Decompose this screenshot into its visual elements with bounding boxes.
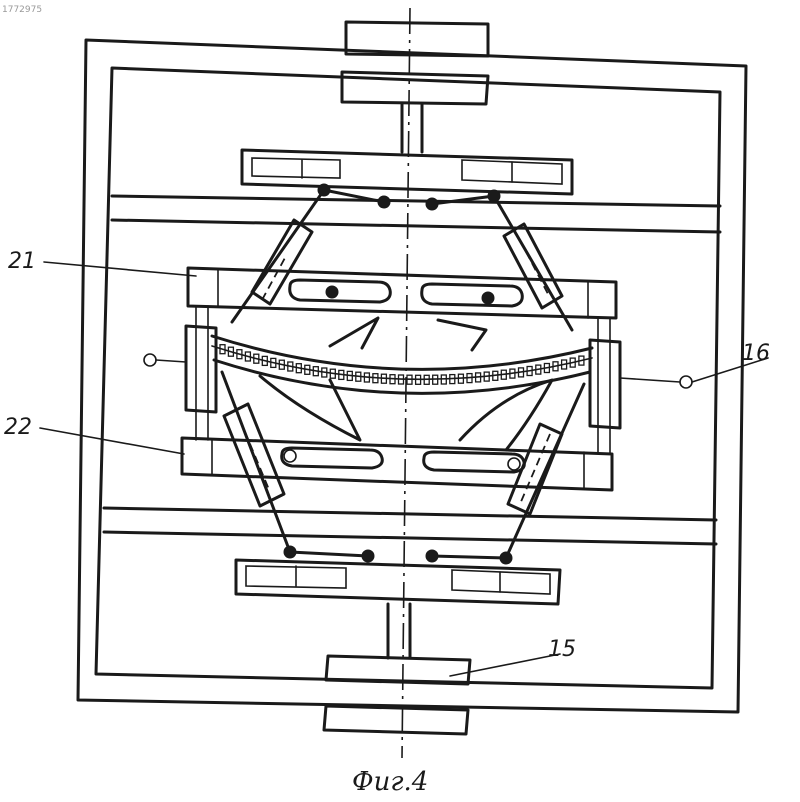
upper-right-pivot xyxy=(488,190,500,202)
upper-guides xyxy=(112,196,720,232)
upper-right-inner-pin xyxy=(426,198,438,210)
right-side-post xyxy=(590,318,692,454)
leader-22 xyxy=(40,428,184,454)
upper-left-cylinder xyxy=(252,220,312,304)
upper-left-inner-pin xyxy=(378,196,390,208)
top-thrust-block xyxy=(342,22,488,152)
lower-carriage xyxy=(236,560,560,604)
callout-22: 22 xyxy=(4,415,32,440)
upper-carriage xyxy=(242,150,572,194)
lower-left-pivot xyxy=(284,546,296,558)
left-side-post xyxy=(144,306,216,440)
lower-left-inner-pin xyxy=(362,550,374,562)
upper-slot-pin-right xyxy=(482,292,494,304)
lower-thrust-block xyxy=(324,604,470,734)
callout-15: 15 xyxy=(548,637,576,662)
upper-left-pivot xyxy=(318,184,330,196)
leader-15 xyxy=(450,654,560,676)
corner-mark: 1772975 xyxy=(2,5,42,15)
lower-right-inner-pin xyxy=(426,550,438,562)
lower-guides xyxy=(104,508,716,544)
callout-16: 16 xyxy=(742,341,770,366)
callout-21: 21 xyxy=(8,249,36,274)
upper-slot-pin-left xyxy=(326,286,338,298)
lower-right-pivot xyxy=(500,552,512,564)
figure-caption: Фиг.4 xyxy=(352,767,428,797)
leader-21 xyxy=(44,262,196,276)
